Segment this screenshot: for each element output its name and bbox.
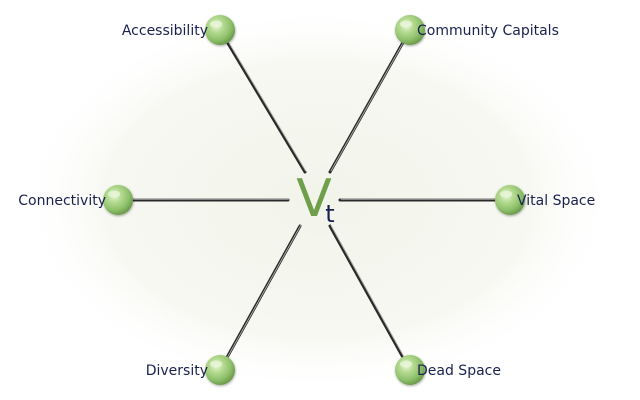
node-community-capitals[interactable]: Community Capitals (395, 15, 559, 45)
node-label-community-capitals: Community Capitals (417, 23, 559, 39)
node-ball-connectivity[interactable] (103, 185, 133, 215)
node-label-accessibility: Accessibility (122, 23, 208, 39)
node-label-diversity: Diversity (146, 363, 208, 379)
center-symbol: V t (296, 169, 335, 229)
node-dead-space[interactable]: Dead Space (395, 355, 501, 385)
node-ball-accessibility[interactable] (205, 15, 235, 45)
node-shine-accessibility (210, 20, 222, 28)
node-shine-community-capitals (400, 20, 412, 28)
spoke-highlight-dead-space (330, 225, 412, 370)
node-label-connectivity: Connectivity (18, 193, 106, 209)
node-shine-dead-space (400, 360, 412, 368)
center-v: V (296, 169, 332, 229)
node-shine-connectivity (108, 190, 120, 198)
spoke-highlight-community-capitals (330, 29, 412, 172)
node-label-dead-space: Dead Space (417, 363, 501, 379)
node-accessibility[interactable]: Accessibility (122, 15, 235, 45)
spokes (116, 28, 512, 372)
nodes: Accessibility Community CapitalsConnectiv… (18, 15, 595, 385)
background-glow (18, 5, 618, 395)
node-shine-vital-space (500, 190, 512, 198)
node-vital-space[interactable]: Vital Space (495, 185, 595, 215)
spoke-highlight-accessibility (220, 28, 307, 172)
spoke-dead-space (328, 224, 412, 372)
node-diversity[interactable]: Diversity (146, 355, 235, 385)
node-label-vital-space: Vital Space (517, 193, 595, 209)
center-t: t (325, 200, 334, 228)
spoke-highlight-diversity (220, 225, 302, 370)
spoke-accessibility (218, 28, 307, 174)
node-connectivity[interactable]: Connectivity (18, 185, 133, 215)
node-ball-diversity[interactable] (205, 355, 235, 385)
node-shine-diversity (210, 360, 222, 368)
